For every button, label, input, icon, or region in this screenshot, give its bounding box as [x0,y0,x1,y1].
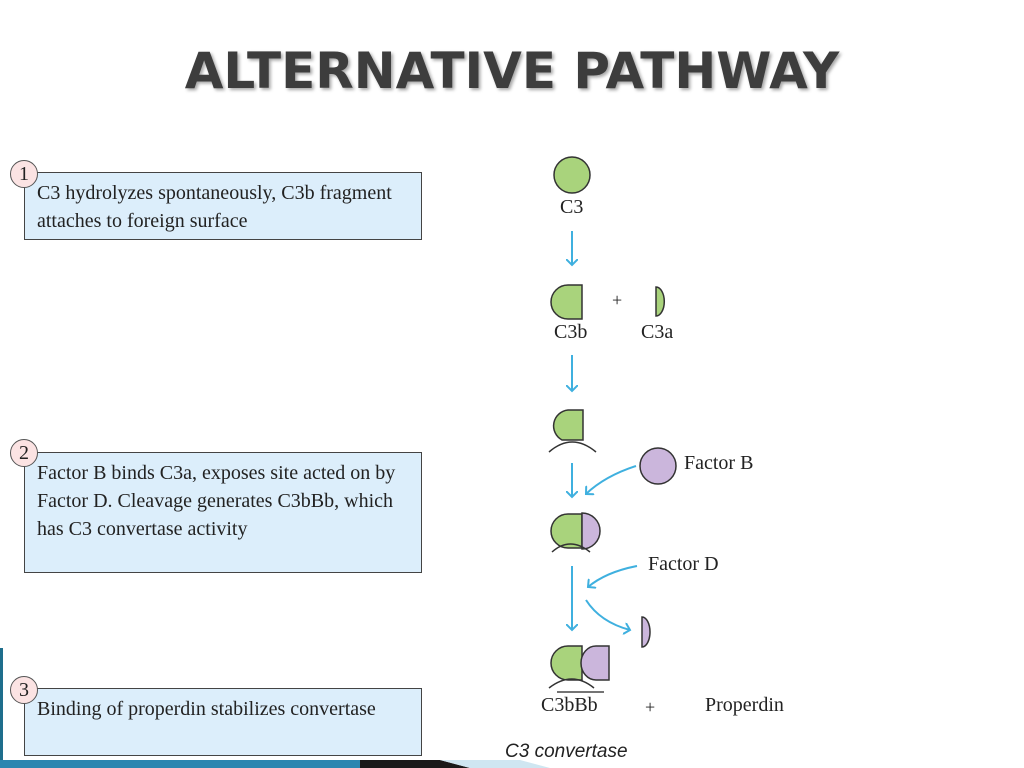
step-3-box: Binding of properdin stabilizes converta… [24,688,422,756]
ba-fragment [641,616,651,648]
label-c3a: C3a [641,321,674,343]
label-properdin: Properdin [705,694,784,716]
c3a-fragment [655,286,665,317]
convertase-c3b-part [550,645,583,681]
label-factor-b: Factor B [684,452,754,474]
surface-arc-2 [551,543,591,553]
label-c3-convertase: C3 convertase [505,741,628,762]
step-1-number: 1 [10,160,38,188]
step-3-text: Binding of properdin stabilizes converta… [37,698,376,720]
label-factor-d: Factor D [648,553,719,575]
step-2-text: Factor B binds C3a, exposes site acted o… [37,462,396,540]
arrow-release-ba [585,599,630,630]
surface-arc-3 [548,678,595,689]
step-2-number: 2 [10,439,38,467]
bound-c3b-molecule [552,409,584,441]
page-title: ALTERNATIVE PATHWAY [184,42,840,100]
label-c3b: C3b [554,321,588,343]
label-c3bbb: C3bBb [541,694,598,716]
label-plus-2: + [645,697,656,717]
c3b-molecule [550,284,583,320]
arrow-factor-d [588,565,638,587]
complex-factor-b-part [581,512,601,550]
step-1-box: C3 hydrolyzes spontaneously, C3b fragmen… [24,172,422,240]
label-c3: C3 [560,196,584,218]
step-1-text: C3 hydrolyzes spontaneously, C3b fragmen… [37,182,392,232]
label-plus: + [612,290,623,310]
convertase-bb-part [580,645,610,681]
complex-c3b-part [550,513,583,549]
factor-b-molecule [639,447,677,485]
footer-bar [0,760,550,768]
surface-arc-1 [548,441,597,453]
arrow-factor-b [586,465,637,494]
c3-molecule [553,156,591,194]
step-3-number: 3 [10,676,38,704]
step-2-box: Factor B binds C3a, exposes site acted o… [24,452,422,573]
left-accent-bar [0,648,3,768]
